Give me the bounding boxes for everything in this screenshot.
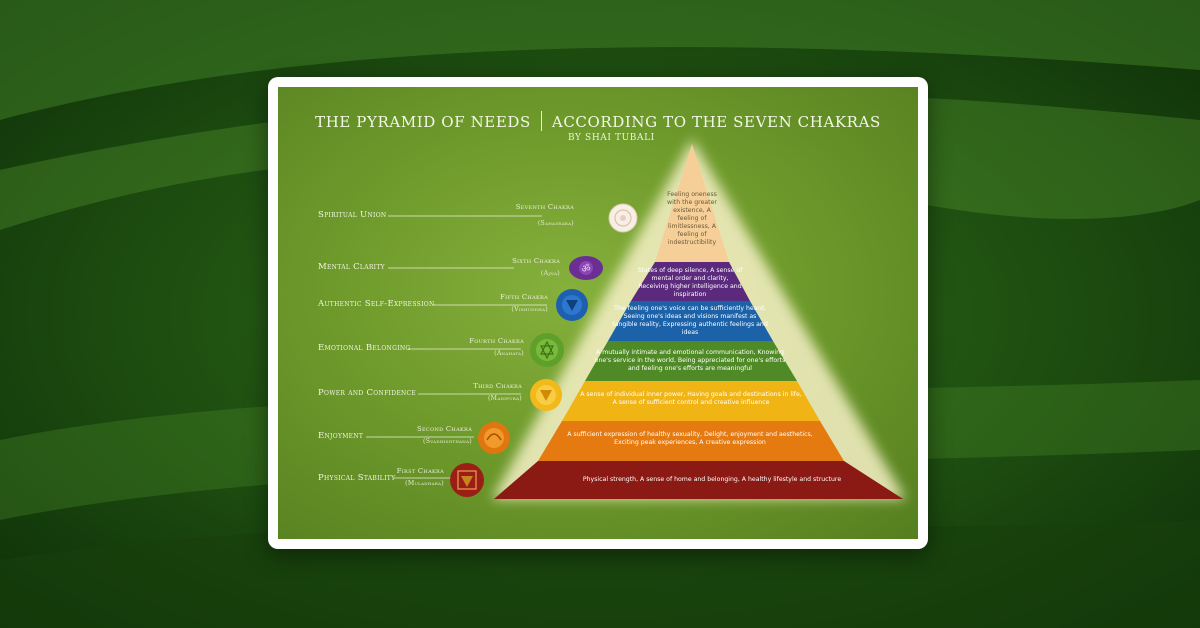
root-chakra-icon bbox=[450, 463, 484, 497]
chakra-sanskrit-seventh: (Sahasrara) bbox=[537, 220, 574, 227]
chakra-pyramid-poster: THE PYRAMID OF NEEDS ACCORDING TO THE SEV… bbox=[278, 87, 918, 539]
chakra-name-sixth: Sixth Chakra bbox=[512, 257, 560, 265]
chakra-sanskrit-sixth: (Ajna) bbox=[540, 270, 560, 277]
chakra-name-second: Second Chakra bbox=[417, 425, 472, 433]
sacral-chakra-icon bbox=[478, 422, 510, 454]
need-second: A sufficient expression of healthy sexua… bbox=[567, 431, 813, 446]
chakra-sanskrit-first: (Muladhara) bbox=[405, 480, 444, 487]
third-eye-chakra-icon: ॐ bbox=[569, 256, 603, 280]
title-divider bbox=[540, 111, 542, 131]
heart-chakra-icon bbox=[530, 333, 564, 367]
need-fifth: The feeling one's voice can be sufficien… bbox=[612, 305, 768, 336]
row-label-emotional-belonging: Emotional Belonging bbox=[318, 343, 411, 353]
band-fourth bbox=[585, 341, 797, 381]
band-seventh bbox=[655, 144, 729, 262]
solar-plexus-chakra-icon bbox=[530, 379, 562, 411]
poster-title: THE PYRAMID OF NEEDS ACCORDING TO THE SEV… bbox=[278, 111, 918, 131]
row-label-spiritual-union: Spiritual Union bbox=[318, 210, 387, 220]
pyramid-graphic bbox=[366, 139, 906, 499]
row-label-mental-clarity: Mental Clarity bbox=[318, 262, 385, 272]
connector-lines bbox=[366, 215, 547, 479]
byline: BY SHAI TUBALI bbox=[568, 133, 655, 143]
band-fifth bbox=[608, 301, 773, 341]
chakra-name-seventh: Seventh Chakra bbox=[515, 203, 574, 211]
band-first bbox=[494, 461, 903, 499]
need-first: Physical strength, A sense of home and b… bbox=[582, 476, 842, 483]
row-label-power-and-confidence: Power and Confidence bbox=[318, 388, 417, 398]
need-fourth: A mutually intimate and emotional commun… bbox=[594, 349, 786, 372]
svg-text:ॐ: ॐ bbox=[581, 263, 590, 275]
row-label-physical-stability: Physical Stability bbox=[318, 473, 396, 483]
throat-chakra-icon bbox=[556, 289, 588, 321]
band-third bbox=[562, 381, 820, 421]
chakra-sanskrit-fifth: (Vishuddha) bbox=[511, 306, 548, 313]
chakra-name-fifth: Fifth Chakra bbox=[500, 293, 548, 301]
need-third: A sense of individual inner power, Havin… bbox=[580, 391, 802, 406]
chakra-name-first: First Chakra bbox=[396, 467, 444, 475]
title-right: ACCORDING TO THE SEVEN CHAKRAS bbox=[551, 113, 881, 131]
row-label-authentic-self-expression: Authentic Self-Expression bbox=[318, 299, 435, 309]
poster-card: THE PYRAMID OF NEEDS ACCORDING TO THE SEV… bbox=[268, 77, 928, 549]
need-seventh: Feeling oneness with the greater existen… bbox=[667, 191, 717, 246]
chakra-sanskrit-third: (Manipura) bbox=[487, 395, 522, 402]
title-left: THE PYRAMID OF NEEDS bbox=[315, 113, 531, 131]
chakra-sanskrit-second: (Svadhishthana) bbox=[422, 438, 472, 445]
band-second bbox=[538, 421, 844, 461]
need-sixth: States of deep silence, A sense of menta… bbox=[637, 267, 743, 298]
chakra-sanskrit-fourth: (Anahata) bbox=[494, 350, 524, 357]
chakra-name-third: Third Chakra bbox=[473, 382, 522, 390]
band-sixth bbox=[631, 262, 750, 301]
row-label-enjoyment: Enjoyment bbox=[318, 431, 364, 441]
crown-chakra-icon bbox=[608, 203, 638, 233]
chakra-name-fourth: Fourth Chakra bbox=[469, 337, 524, 345]
